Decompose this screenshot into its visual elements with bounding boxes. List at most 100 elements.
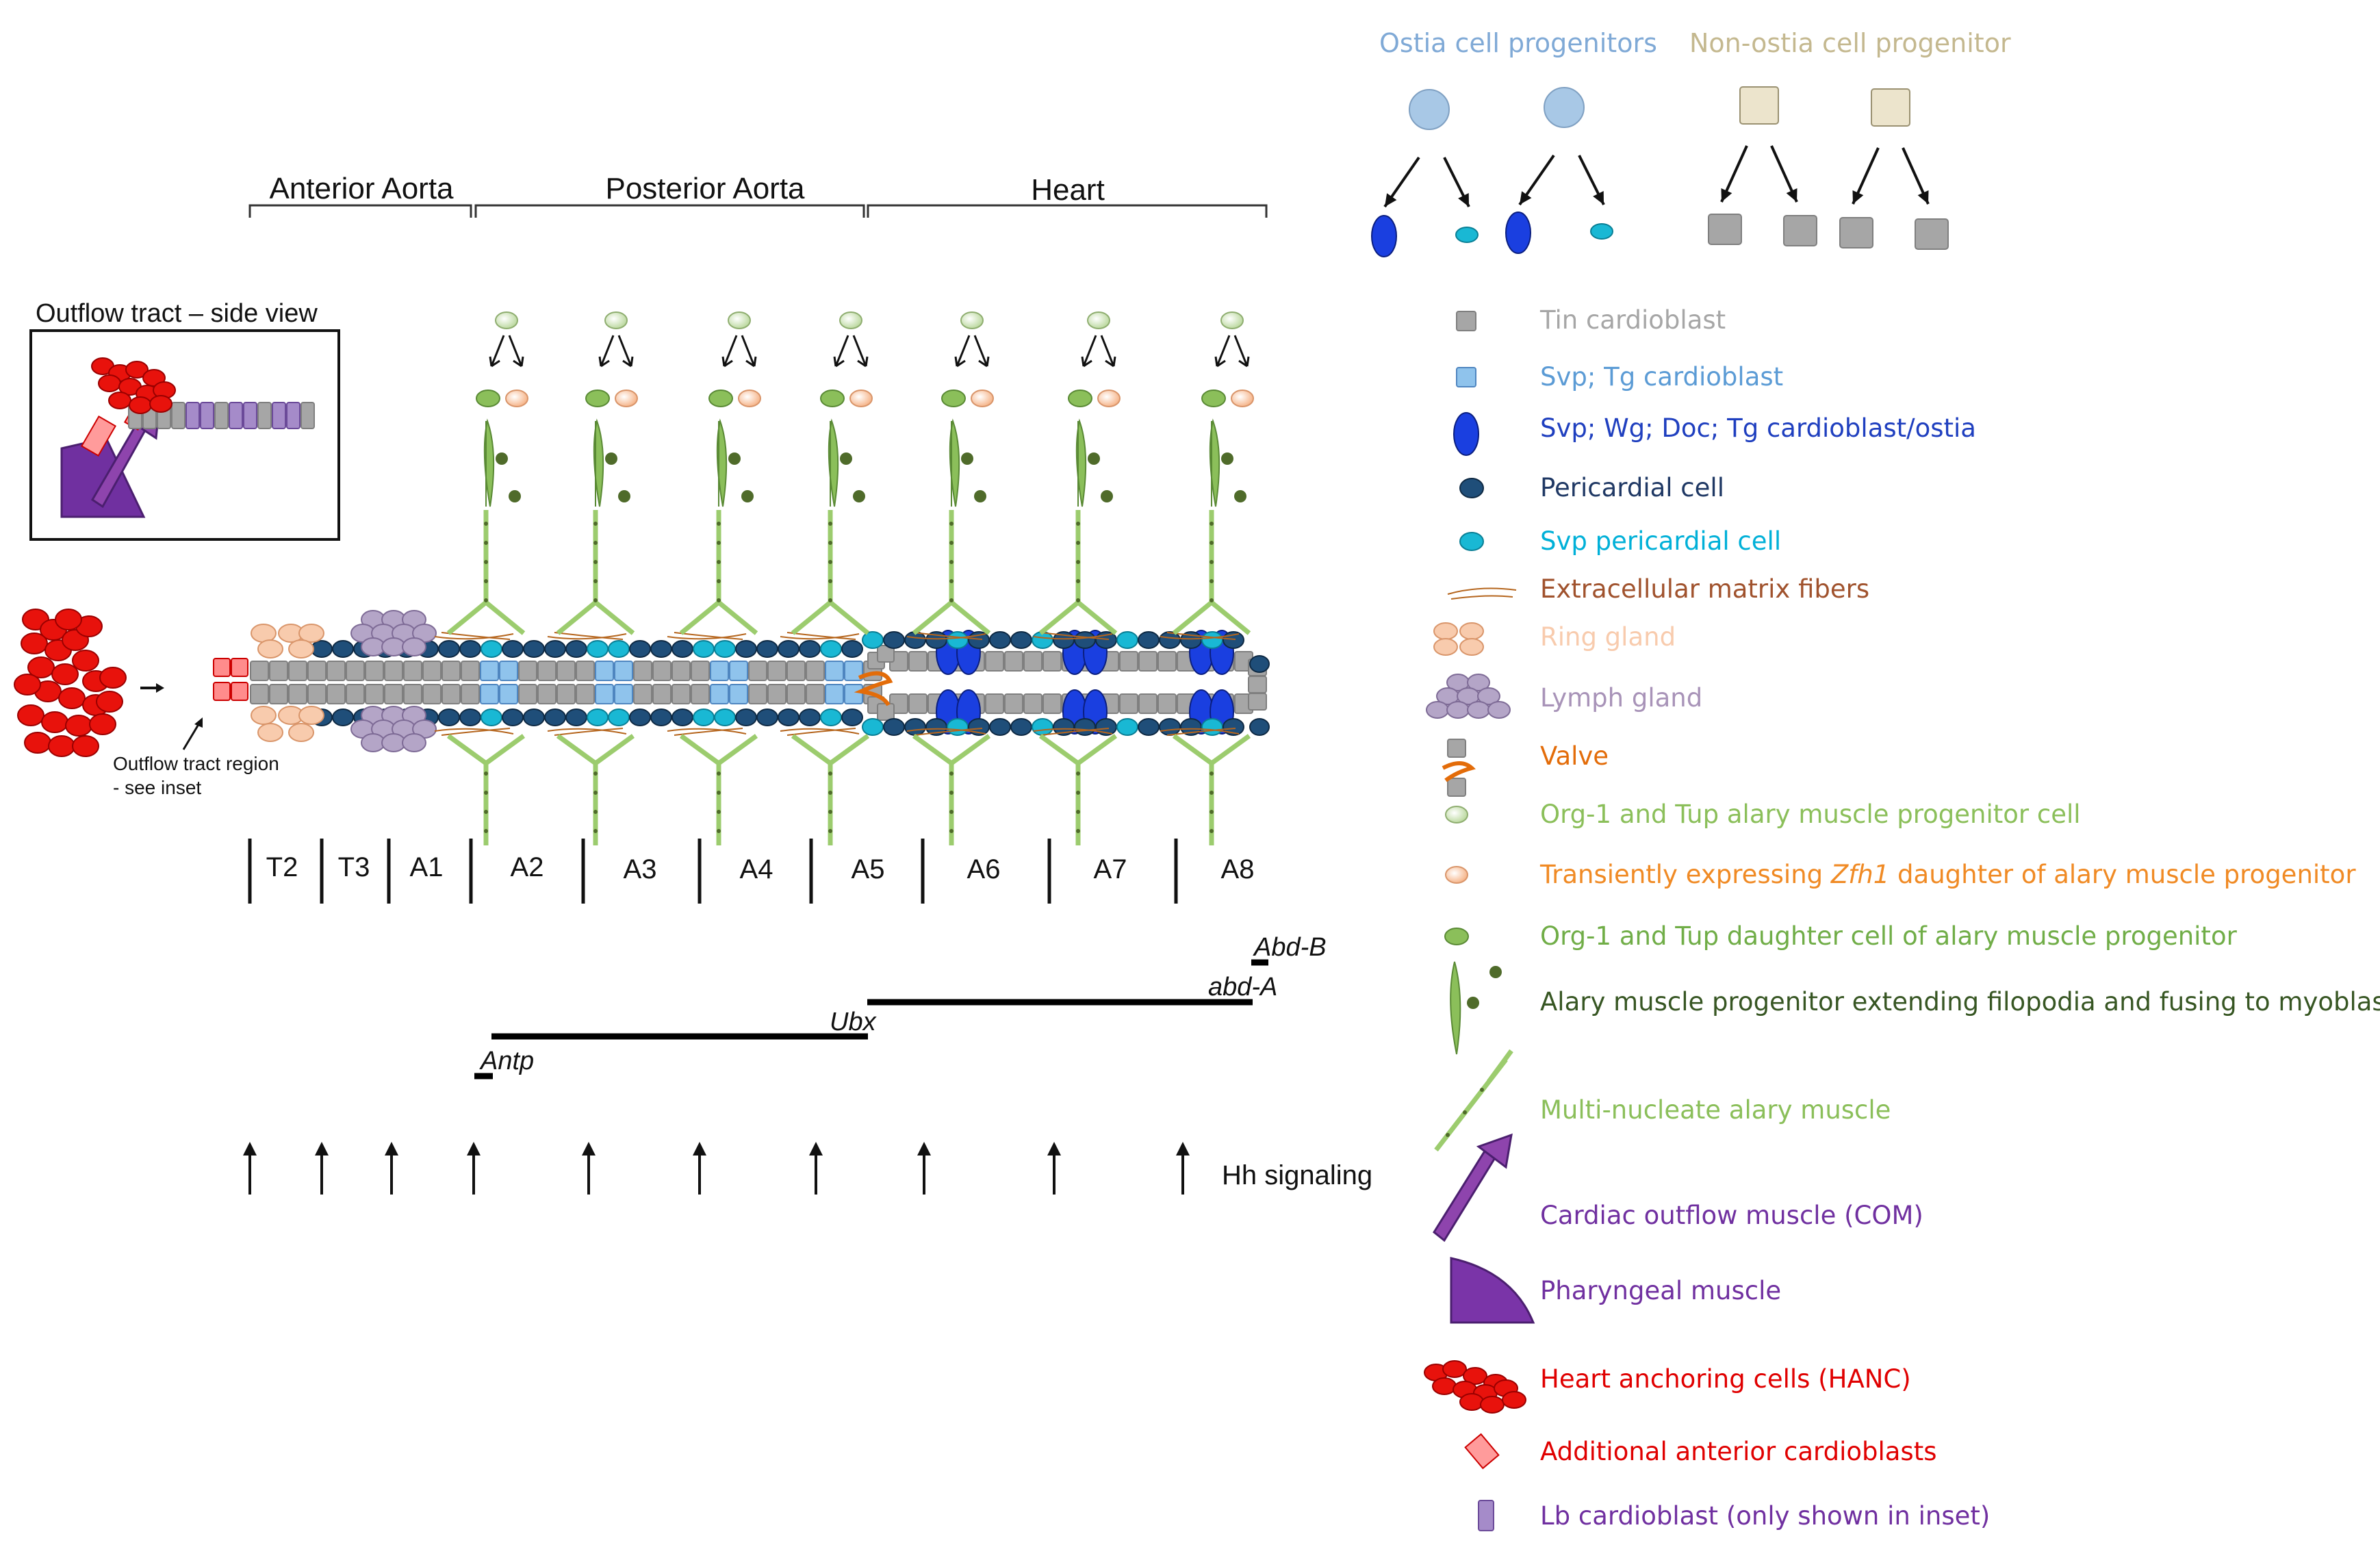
alary-nucleus (593, 810, 598, 814)
hanc-cell (24, 732, 51, 754)
hanc-arrow (140, 683, 164, 693)
alary-nucleus (593, 791, 598, 795)
anterior-cardioblast (231, 658, 248, 677)
legend-icon-lymph-gland (1467, 674, 1490, 691)
heart-tube (213, 610, 1270, 752)
anterior-cardioblast (213, 682, 231, 701)
outflow-arrow (182, 717, 203, 750)
tin-cardioblast (1839, 217, 1873, 248)
alary-nucleus (828, 541, 832, 545)
zfh1-daughter-cell (971, 390, 994, 407)
ecm-fiber (913, 728, 983, 736)
filopodia-progenitor (1075, 418, 1087, 507)
alary-nucleus (949, 771, 954, 776)
ecm-fiber (1040, 728, 1110, 736)
myoblast (496, 452, 508, 465)
legend-icon-hanc (1480, 1396, 1505, 1414)
legend-label-tin-cardioblast: Tin cardioblast (1539, 305, 1726, 335)
segment-label: A7 (1094, 854, 1127, 884)
tin-cardioblast (748, 661, 767, 681)
inset-box (29, 329, 340, 541)
ostia-cardioblast (1371, 215, 1397, 257)
pericardial-cell (502, 708, 524, 726)
lineage-arrow (1081, 335, 1097, 368)
tin-cardioblast (985, 651, 1004, 672)
pericardial-cell (841, 708, 863, 726)
tin-cardioblast (365, 684, 384, 704)
svp-pericardial-cell (481, 708, 502, 726)
tin-cardioblast (288, 661, 307, 681)
lineage-arrow (1214, 335, 1231, 368)
svp-pericardial-cell (1455, 227, 1479, 243)
legend-label-filopodia-progenitor: Alary muscle progenitor extending filopo… (1540, 987, 2380, 1017)
alary-nucleus (828, 522, 832, 526)
legend-icon-pericardial-cell (1459, 478, 1484, 498)
svp-tg-cardioblast (844, 661, 863, 681)
region-label-anterior-aorta: Anterior Aorta (269, 172, 454, 205)
lineage-arrowhead (1520, 191, 1532, 205)
lineage-arrowhead (1593, 191, 1604, 205)
segment-label: A8 (1221, 854, 1255, 884)
region-label-heart: Heart (1031, 173, 1105, 207)
pericardial-cell (565, 708, 587, 726)
tin-cardioblast (442, 684, 461, 704)
svp-pericardial-cell (693, 708, 715, 726)
alary-nucleus (717, 829, 721, 833)
nonostia-progenitor-title: Non-ostia cell progenitor (1689, 28, 2011, 58)
legend-label-hanc: Heart anchoring cells (HANC) (1540, 1364, 1911, 1394)
alary-nucleus (1210, 560, 1214, 564)
svp-pericardial-cell (693, 640, 715, 658)
myoblast (741, 490, 754, 502)
alary-nucleus (949, 541, 954, 545)
svp-pericardial-cell (862, 718, 884, 736)
tin-cardioblast (269, 661, 288, 681)
pericardial-cell (544, 708, 566, 726)
tin-cardioblast (518, 684, 537, 704)
svp-tg-cardioblast (614, 684, 633, 704)
svp-pericardial-cell (947, 631, 969, 649)
legend-icon-anterior-cardioblast (1464, 1433, 1500, 1470)
legend-label-svp-pericardial-cell: Svp pericardial cell (1540, 526, 1781, 556)
legend-icon-valve-cell (1447, 739, 1466, 758)
pericardial-cell (1223, 718, 1244, 736)
pericardial-cell (968, 631, 990, 649)
alary-nucleus (593, 579, 598, 583)
pericardial-cell (438, 640, 460, 658)
alary-progenitor-cell (1220, 311, 1244, 329)
tin-cardioblast (269, 684, 288, 704)
legend (1424, 311, 1535, 1531)
zfh1-daughter-cell (1097, 390, 1121, 407)
pericardial-cell (565, 640, 587, 658)
pericardial-cell (778, 640, 799, 658)
legend-icon-org1-daughter (1444, 928, 1469, 945)
alary-nucleus (717, 541, 721, 545)
ecm-fiber (906, 633, 986, 640)
ecm-fiber (913, 632, 983, 640)
inset-hanc (91, 357, 176, 414)
pericardial-cell (502, 640, 524, 658)
inset-drawing (60, 357, 315, 518)
gene-label-antp: Antp (479, 1047, 534, 1075)
ecm-fiber (547, 728, 627, 735)
svp-tg-cardioblast (595, 684, 614, 704)
ecm-fiber (547, 633, 627, 640)
lineage-arrow (1100, 335, 1116, 368)
anterior-cardioblast (231, 682, 248, 701)
org1-daughter-cell (708, 390, 733, 407)
alary-nucleus (593, 522, 598, 526)
tin-cardioblast (365, 661, 384, 681)
tin-cardioblast (652, 684, 671, 704)
alary-nucleus (828, 791, 832, 795)
tin-cardioblast (307, 661, 327, 681)
pericardial-cell (883, 718, 905, 736)
hanc-cell (58, 687, 86, 709)
pericardial-cell (1159, 718, 1181, 736)
alary-nucleus (1210, 791, 1214, 795)
tin-cardioblast (1119, 693, 1138, 714)
legend-label-zfh1-part2: daughter of alary muscle progenitor (1889, 860, 2356, 889)
legend-icon-hanc (1502, 1391, 1526, 1409)
alary-muscle (912, 510, 991, 635)
ring-gland-cell (288, 639, 314, 659)
gene-label-ubx: Ubx (830, 1008, 878, 1036)
alary-nucleus (593, 829, 598, 833)
